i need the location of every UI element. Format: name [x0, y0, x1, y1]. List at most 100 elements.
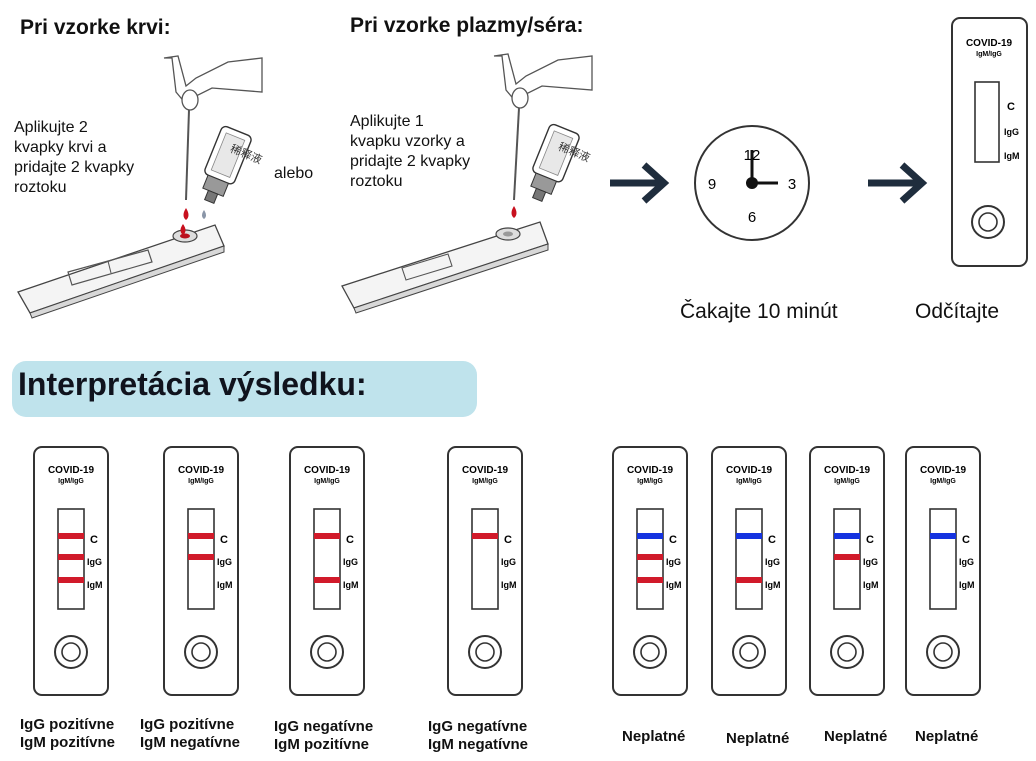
blood-instruction: Aplikujte 2 kvapky krvi a pridajte 2 kva… — [14, 119, 135, 196]
sample-well-inner — [191, 642, 211, 662]
result-window — [471, 508, 499, 610]
igm-line — [58, 577, 84, 583]
marker-igg: IgG — [666, 557, 681, 567]
marker-igm: IgM — [217, 580, 233, 590]
igg-line — [188, 554, 214, 560]
kit-title: COVID-19 — [462, 465, 509, 476]
clock-number-6: 6 — [748, 209, 756, 226]
plasma-instruction: Aplikujte 1 kvapku vzorky a pridajte 2 k… — [350, 113, 471, 190]
marker-c: C — [866, 534, 874, 546]
control-line — [637, 533, 663, 539]
marker-igg: IgG — [217, 557, 232, 567]
marker-igm: IgM — [666, 580, 682, 590]
kit-title: COVID-19 — [726, 465, 773, 476]
marker-igg: IgG — [87, 557, 102, 567]
wait-text: Čakajte 10 minút — [680, 300, 838, 323]
clock-number-9: 9 — [708, 176, 716, 193]
control-line — [736, 533, 762, 539]
result-label: IgG negatívne IgM pozitívne — [274, 718, 374, 753]
read-result-kit: COVID-19 IgM/IgG C IgG IgM — [951, 17, 1028, 267]
marker-c: C — [669, 534, 677, 546]
sample-well-inner — [317, 642, 337, 662]
igm-line — [736, 577, 762, 583]
igg-line — [637, 554, 663, 560]
igg-line — [834, 554, 860, 560]
interpretation-title: Interpretácia výsledku: — [18, 366, 367, 402]
marker-igg: IgG — [863, 557, 878, 567]
marker-igm: IgM — [343, 580, 359, 590]
arrow-right-icon — [868, 162, 928, 204]
result-label: IgG negatívne IgM negatívne — [428, 718, 529, 753]
kit-title: COVID-19 — [824, 465, 871, 476]
control-line — [834, 533, 860, 539]
marker-igm: IgM — [87, 580, 103, 590]
kit-title: COVID-19 — [304, 465, 351, 476]
blood-heading: Pri vzorke krvi: — [20, 16, 171, 39]
result-label: Neplatné — [915, 728, 979, 745]
plasma-dropper-hand-icon — [493, 53, 593, 218]
marker-c: C — [504, 534, 512, 546]
sample-well-inner — [739, 642, 759, 662]
result-label: IgG pozitívne IgM negatívne — [140, 716, 241, 751]
result-label: IgG pozitívne IgM pozitívne — [20, 716, 115, 751]
marker-c: C — [90, 534, 98, 546]
kit-title: COVID-19 — [178, 465, 225, 476]
result-window — [313, 508, 341, 610]
sample-well-inner — [61, 642, 81, 662]
result-label: Neplatné — [726, 730, 790, 747]
sample-well-inner — [640, 642, 660, 662]
control-line — [472, 533, 498, 539]
marker-igm: IgM — [1004, 151, 1020, 161]
blood-dropper-hand-icon — [163, 55, 263, 235]
marker-igg: IgG — [343, 557, 358, 567]
marker-igm: IgM — [959, 580, 975, 590]
kit-subtitle: IgM/IgG — [314, 478, 340, 485]
kit-title: COVID-19 — [627, 465, 674, 476]
kit-subtitle: IgM/IgG — [188, 478, 214, 485]
igg-line — [58, 554, 84, 560]
plasma-diluent-bottle-icon: 稀释液 — [530, 123, 592, 203]
arrow-right-icon — [610, 162, 670, 204]
control-line — [188, 533, 214, 539]
igm-line — [314, 577, 340, 583]
kit-title: COVID-19 — [920, 465, 967, 476]
kit-subtitle: IgM/IgG — [930, 478, 956, 485]
plasma-test-cassette — [341, 221, 549, 314]
marker-igm: IgM — [863, 580, 879, 590]
result-window — [735, 508, 763, 610]
sample-well-inner — [933, 642, 953, 662]
marker-c: C — [220, 534, 228, 546]
kit-subtitle: IgM/IgG — [834, 478, 860, 485]
sample-well-inner — [475, 642, 495, 662]
result-label: Neplatné — [824, 728, 888, 745]
marker-c: C — [346, 534, 354, 546]
kit-subtitle: IgM/IgG — [58, 478, 84, 485]
clock-number-3: 3 — [788, 176, 796, 193]
read-text: Odčítajte — [915, 300, 1000, 323]
marker-igg: IgG — [1004, 127, 1019, 137]
marker-igg: IgG — [959, 557, 974, 567]
marker-igm: IgM — [501, 580, 517, 590]
marker-c: C — [1007, 101, 1015, 113]
clock-icon: 12 3 6 9 — [694, 125, 810, 241]
marker-igm: IgM — [765, 580, 781, 590]
diluent-bottle-icon: 稀释液 — [202, 125, 264, 219]
result-label: Neplatné — [622, 728, 686, 745]
marker-igg: IgG — [501, 557, 516, 567]
marker-igg: IgG — [765, 557, 780, 567]
kit-title: COVID-19 — [966, 38, 1013, 49]
clock-number-12: 12 — [744, 147, 761, 164]
control-line — [58, 533, 84, 539]
marker-c: C — [962, 534, 970, 546]
result-window — [929, 508, 957, 610]
kit-subtitle: IgM/IgG — [637, 478, 663, 485]
